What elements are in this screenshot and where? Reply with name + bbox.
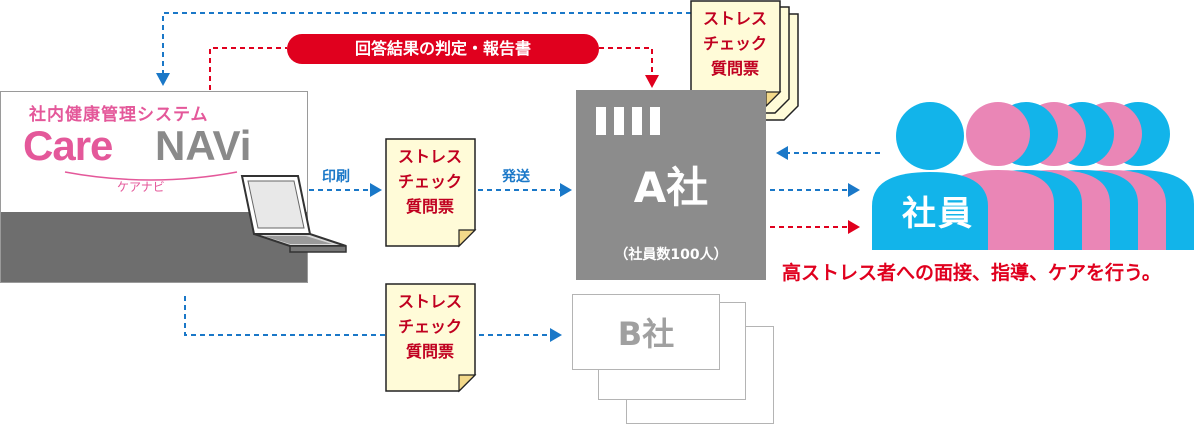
brand-navi: NAVi: [155, 122, 252, 169]
questionnaire-print: ストレス チェック 質問票: [385, 138, 477, 248]
company-a-building: A社 （社員数100人）: [576, 90, 766, 280]
building-window: [614, 107, 624, 135]
company-b-name: B社: [617, 315, 675, 353]
employee-crowd-icon: [872, 102, 1194, 250]
arrow-to-employees-blue: [848, 183, 860, 197]
brand-kana: ケアナビ: [117, 180, 165, 194]
questionnaire-line3: 質問票: [405, 342, 454, 361]
arrow-print: [370, 183, 382, 197]
brand-care: Care: [23, 122, 113, 169]
document-icon: [385, 283, 477, 393]
questionnaire-line1: ストレス: [702, 9, 767, 28]
feedback-line-blue: [162, 12, 700, 74]
arrow-send: [560, 183, 572, 197]
questionnaire-line2: チェック: [397, 172, 462, 191]
arrow-down-clinic: [156, 73, 170, 86]
laptop-icon: [240, 175, 347, 253]
arrow-to-company-a: [776, 146, 788, 160]
questionnaire-line3: 質問票: [405, 197, 454, 216]
company-a-headcount: （社員数100人）: [614, 247, 728, 263]
questionnaire-print-text: ストレス チェック 質問票: [385, 144, 475, 219]
document-stack-icon: [690, 0, 799, 121]
care-note: 高ストレス者への面接、指導、ケアを行う。: [782, 262, 1161, 284]
questionnaire-line1: ストレス: [397, 147, 462, 166]
company-b-sheet-front: B社: [572, 294, 720, 370]
questionnaire-line2: チェック: [397, 317, 462, 336]
questionnaire-stack-text: ストレス チェック 質問票: [690, 6, 780, 81]
company-b-line: [184, 296, 550, 336]
arrow-to-employees-red: [848, 220, 860, 234]
clinic-name: 医療機関: [67, 348, 195, 383]
questionnaire-line2: チェック: [702, 34, 767, 53]
questionnaire-line3: 質問票: [710, 59, 759, 78]
document-icon: [385, 138, 477, 248]
questionnaire-company-b-text: ストレス チェック 質問票: [385, 289, 475, 364]
employees-label: 社員: [902, 194, 974, 234]
questionnaire-stack: ストレス チェック 質問票: [690, 0, 802, 124]
questionnaire-company-b: ストレス チェック 質問票: [385, 283, 477, 393]
report-line-left: [209, 47, 287, 90]
print-label: 印刷: [322, 169, 350, 185]
questionnaire-line1: ストレス: [397, 292, 462, 311]
system-name: 社内健康管理システム: [29, 105, 209, 125]
report-label: 回答結果の判定・報告書: [287, 34, 599, 64]
arrow-company-b: [550, 328, 562, 342]
report-line-right: [599, 47, 653, 76]
building-window: [632, 107, 642, 135]
building-window: [650, 107, 660, 135]
send-label: 発送: [502, 169, 530, 185]
brand-swoosh-icon: [64, 171, 238, 181]
company-a-name: A社: [633, 163, 709, 212]
arrow-down-company-a: [645, 75, 659, 88]
building-window: [596, 107, 606, 135]
